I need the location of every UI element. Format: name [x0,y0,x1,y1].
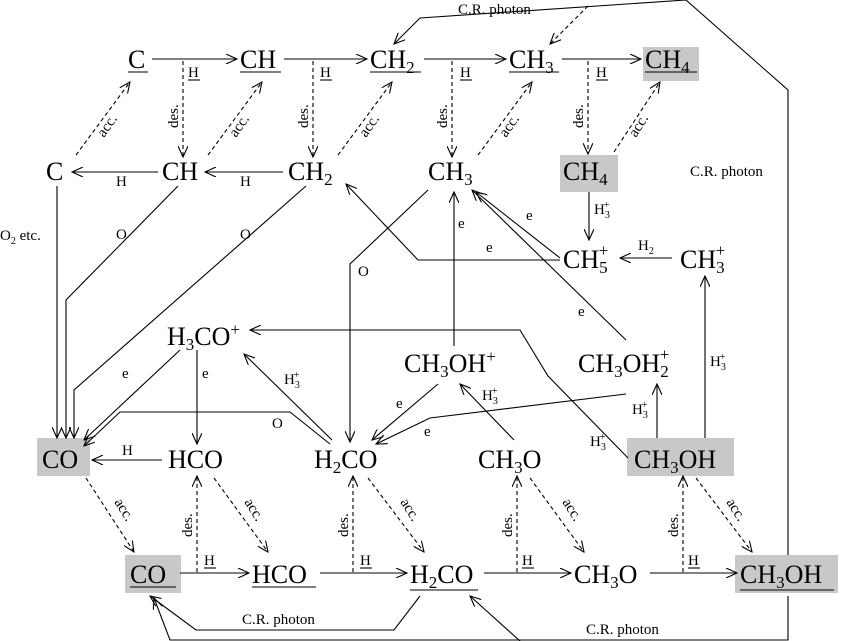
label-acc-1: acc. [94,112,121,141]
label-o-2: O [240,227,251,243]
species-s-ch3: CH3 [509,45,554,77]
label-h-9: H [360,553,371,569]
label-h3p-1: H3+ [594,200,610,221]
label-e-4: e [458,216,465,232]
label-h-2: H [320,65,331,81]
label-acc-6: acc. [111,496,137,525]
highlight-g-co [37,438,90,476]
label-des-4: des. [571,104,587,128]
label-h-8: H [204,553,215,569]
label-des-7: des. [500,513,516,537]
label-acc-5: acc. [626,112,652,141]
species-s-co: CO [130,560,166,589]
label-h3p-4: H3+ [632,400,648,421]
species-h3co-plus: H3CO+ [167,320,240,354]
label-e-5: e [122,366,129,382]
species-ch3-plus: CH3+ [680,241,725,277]
label-h2: H2 [638,238,654,257]
label-des-1: des. [166,104,182,128]
species-ch3oh2-plus: CH3OH2+ [578,345,669,381]
label-o-3: O [358,264,369,280]
label-des-8: des. [666,513,682,537]
label-cr-photon-bottom-right: C.R. photon [586,622,659,638]
highlight-g-ch3oh [627,438,734,476]
label-des-5: des. [180,513,196,537]
label-e-2: e [486,240,493,256]
label-h-4: H [596,65,607,81]
label-h-11: H [688,553,699,569]
label-h-1: H [188,65,199,81]
label-h-5: H [116,174,127,190]
label-acc-2: acc. [226,112,253,141]
species-ch3oh-plus: CH3OH+ [404,347,496,381]
label-e-8: e [424,424,431,440]
label-h-7: H [122,443,133,459]
highlight-s-ch3oh [735,555,838,593]
species-g-ch3o: CH3O [478,445,541,477]
label-e-3: e [578,304,585,320]
species-g-ch2: CH2 [288,157,333,189]
highlight-g-ch4 [560,155,618,192]
species-g-ch: CH [162,157,198,186]
label-h3p-5: H3+ [710,352,726,373]
label-acc-10: acc. [723,496,749,525]
species-g-ch3: CH3 [428,157,473,189]
species-ch5-plus: CH5+ [563,241,608,277]
label-h3p-2: H3+ [284,370,300,391]
label-h3p-3: H3+ [482,386,498,407]
label-h-3: H [460,65,471,81]
species-s-ch4: CH4 [645,45,690,77]
label-cr-photon-top: C.R. photon [458,2,531,18]
species-g-ch4: CH4 [563,157,608,189]
label-des-6: des. [336,513,352,537]
label-acc-8: acc. [397,496,423,525]
species-s-ch2: CH2 [370,45,415,77]
label-e-1: e [526,208,533,224]
species-g-h2co: H2CO [314,445,377,477]
species-s-hco: HCO [252,560,307,589]
label-acc-9: acc. [559,496,585,525]
label-o-4: O [272,416,283,432]
label-o2-etc: O2 etc. [0,228,41,247]
species-g-hco: HCO [168,445,223,474]
species-s-ch: CH [240,45,276,74]
species-g-co: CO [42,445,78,474]
label-h3p-6: H3+ [590,432,606,453]
label-des-3: des. [435,104,451,128]
highlight-s-ch4 [643,47,699,81]
label-e-6: e [202,366,209,382]
label-o-1: O [116,227,127,243]
label-cr-photon-bottom-left: C.R. photon [242,612,315,628]
label-cr-photon-right: C.R. photon [690,164,763,180]
label-des-2: des. [296,104,312,128]
label-acc-3: acc. [356,112,383,141]
label-h-10: H [522,553,533,569]
label-acc-4: acc. [496,112,523,141]
species-g-ch3oh: CH3OH [634,445,716,477]
species-s-ch3o: CH3O [574,560,637,592]
label-h-6: H [240,174,251,190]
species-s-c: C [128,45,145,74]
species-s-h2co: H2CO [410,560,473,592]
label-e-7: e [396,396,403,412]
species-g-c: C [46,157,63,186]
species-s-ch3oh: CH3OH [740,560,822,592]
